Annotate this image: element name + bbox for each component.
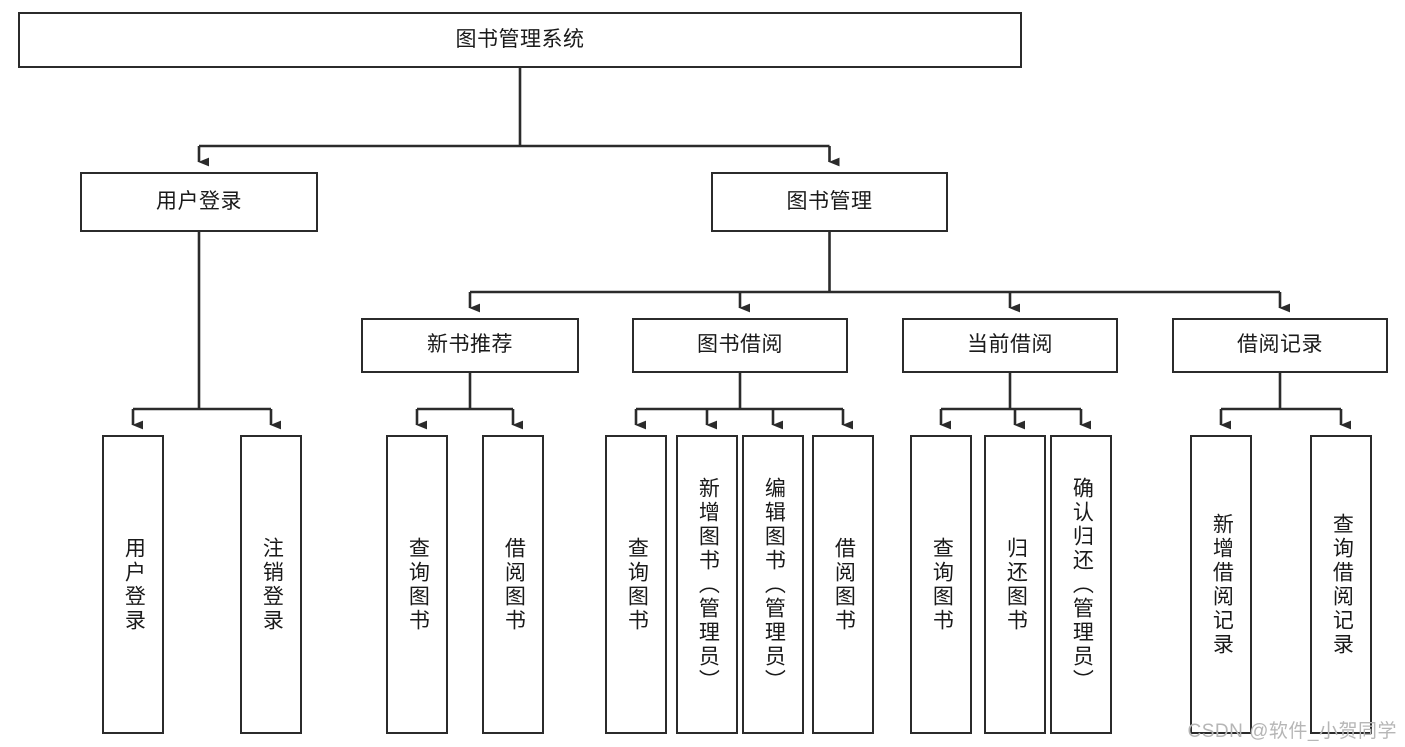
leaf-query-book-borrow[interactable]: 查询图书 <box>605 435 667 734</box>
node-label: 查询图书 <box>406 536 430 633</box>
node-label: 确认归还（管理员） <box>1070 476 1094 693</box>
csdn-watermark: CSDN @软件_小贺同学 <box>1187 721 1397 742</box>
node-label: 查询图书 <box>625 536 649 633</box>
node-root-book-management-system[interactable]: 图书管理系统 <box>18 12 1022 68</box>
leaf-query-book-current[interactable]: 查询图书 <box>910 435 972 734</box>
leaf-query-borrow-record[interactable]: 查询借阅记录 <box>1310 435 1372 734</box>
node-borrowing-records[interactable]: 借阅记录 <box>1172 318 1388 373</box>
node-label: 图书借阅 <box>697 333 783 357</box>
node-new-book-recommendation[interactable]: 新书推荐 <box>361 318 579 373</box>
leaf-user-logout[interactable]: 注销登录 <box>240 435 302 734</box>
node-label: 新书推荐 <box>427 333 513 357</box>
node-current-borrowing[interactable]: 当前借阅 <box>902 318 1118 373</box>
node-label: 新增借阅记录 <box>1210 512 1234 657</box>
leaf-confirm-return-admin[interactable]: 确认归还（管理员） <box>1050 435 1112 734</box>
leaf-borrow-book[interactable]: 借阅图书 <box>812 435 874 734</box>
node-label: 查询借阅记录 <box>1330 512 1354 657</box>
leaf-add-book-admin[interactable]: 新增图书（管理员） <box>676 435 738 734</box>
node-book-borrowing[interactable]: 图书借阅 <box>632 318 848 373</box>
node-label: 新增图书（管理员） <box>696 476 720 693</box>
node-label: 借阅图书 <box>832 536 856 633</box>
node-user-login[interactable]: 用户登录 <box>80 172 318 232</box>
node-label: 借阅记录 <box>1237 333 1323 357</box>
node-label: 借阅图书 <box>502 536 526 633</box>
node-label: 编辑图书（管理员） <box>762 476 786 693</box>
leaf-user-login[interactable]: 用户登录 <box>102 435 164 734</box>
node-label: 归还图书 <box>1004 536 1028 633</box>
node-label: 用户登录 <box>122 536 146 633</box>
node-label: 图书管理系统 <box>455 27 585 51</box>
leaf-return-book[interactable]: 归还图书 <box>984 435 1046 734</box>
node-label: 注销登录 <box>260 536 284 633</box>
node-label: 用户登录 <box>156 189 242 213</box>
node-label: 图书管理 <box>786 189 873 213</box>
node-book-management[interactable]: 图书管理 <box>711 172 948 232</box>
node-label: 查询图书 <box>930 536 954 633</box>
leaf-borrow-book-recommend[interactable]: 借阅图书 <box>482 435 544 734</box>
leaf-edit-book-admin[interactable]: 编辑图书（管理员） <box>742 435 804 734</box>
node-label: 当前借阅 <box>967 333 1053 357</box>
leaf-add-borrow-record[interactable]: 新增借阅记录 <box>1190 435 1252 734</box>
leaf-query-book-recommend[interactable]: 查询图书 <box>386 435 448 734</box>
